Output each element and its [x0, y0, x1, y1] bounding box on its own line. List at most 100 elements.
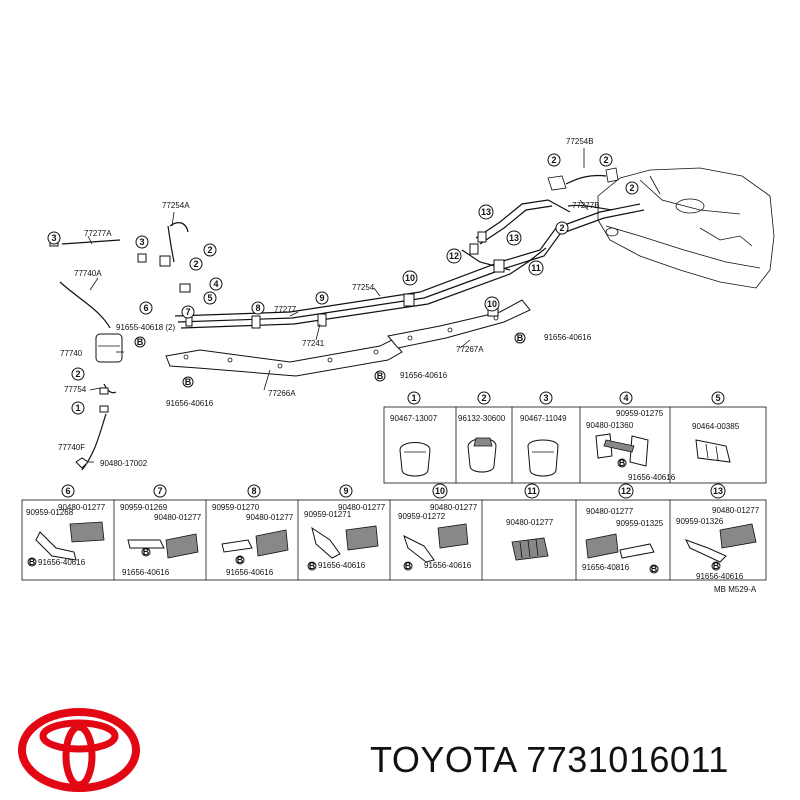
svg-text:3: 3 [51, 233, 56, 243]
header-11: 11 [524, 483, 540, 499]
callout-9-diagram: 9 [315, 291, 329, 305]
part-number: 7731016011 [526, 739, 729, 780]
part-91656-40616-6: 91656-40616 [38, 558, 86, 567]
bolt-b-4: B [514, 332, 526, 344]
part-90480-01277-9: 90480-01277 [338, 503, 386, 512]
parts-table-bottom: 6 7 8 9 10 11 12 13 90480-01277 90959-01… [21, 483, 767, 581]
svg-text:11: 11 [527, 486, 537, 496]
svg-text:B: B [29, 557, 36, 567]
part-90480-01360: 90480-01360 [586, 421, 634, 430]
part-90959-01272: 90959-01272 [398, 512, 446, 521]
callout-2-a: 2 [203, 243, 217, 257]
svg-text:4: 4 [213, 279, 218, 289]
label-77740f: 77740F [58, 443, 85, 452]
svg-text:1: 1 [75, 403, 80, 413]
label-77254a: 77254A [162, 201, 190, 210]
fuel-tank [597, 167, 775, 289]
label-77267a: 77267A [456, 345, 484, 354]
part-90480-01277-6: 90480-01277 [58, 503, 106, 512]
part-90480-01277-8: 90480-01277 [246, 513, 294, 522]
label-77277a: 77277A [84, 229, 112, 238]
svg-text:13: 13 [509, 233, 519, 243]
svg-text:2: 2 [481, 393, 486, 403]
part-90959-01275: 90959-01275 [616, 409, 664, 418]
bolt-b-1: B [134, 336, 146, 348]
part-96132-30600: 96132-30600 [458, 414, 506, 423]
svg-text:2: 2 [207, 245, 212, 255]
pipe-protector-77266a [165, 339, 403, 377]
callout-2-left: 2 [71, 367, 85, 381]
header-5: 5 [711, 391, 725, 405]
svg-text:5: 5 [207, 293, 212, 303]
part-90959-01325: 90959-01325 [616, 519, 664, 528]
callout-2-tank-b: 2 [599, 153, 613, 167]
callout-2-tank-d: 2 [555, 221, 569, 235]
svg-text:4: 4 [623, 393, 628, 403]
svg-text:B: B [309, 561, 316, 571]
part-90480-01277-7: 90480-01277 [154, 513, 202, 522]
label-77277b: 77277B [572, 201, 600, 210]
callout-2-tank-c: 2 [625, 181, 639, 195]
svg-text:6: 6 [65, 486, 70, 496]
parts-table-top: 1 2 3 4 5 90467-13007 96132-30600 90467-… [383, 391, 767, 484]
header-1: 1 [407, 391, 421, 405]
fuel-pipes [174, 199, 645, 329]
label-77754: 77754 [64, 385, 87, 394]
part-90959-01268: 90959-01268 [26, 508, 74, 517]
callout-8-diagram: 8 [251, 301, 265, 315]
header-10: 10 [432, 483, 448, 499]
header-12: 12 [618, 483, 634, 499]
callout-2-tank-a: 2 [547, 153, 561, 167]
part-90467-11049: 90467-11049 [520, 414, 567, 423]
svg-text:2: 2 [193, 259, 198, 269]
part-90959-01326: 90959-01326 [676, 517, 724, 526]
svg-text:B: B [185, 377, 192, 387]
part-91656-40616-8: 91656-40616 [226, 568, 274, 577]
svg-text:B: B [651, 564, 658, 574]
svg-text:11: 11 [531, 263, 541, 273]
part-90959-01271: 90959-01271 [304, 510, 352, 519]
label-77254b: 77254B [566, 137, 594, 146]
part-90480-01277-13: 90480-01277 [712, 506, 760, 515]
svg-text:B: B [137, 337, 144, 347]
callout-13-a: 13 [478, 204, 494, 220]
header-13: 13 [710, 483, 726, 499]
svg-text:B: B [517, 333, 524, 343]
svg-text:B: B [619, 458, 626, 468]
part-91656-40616-t4: 91656-40616 [628, 473, 676, 482]
callout-12-diagram: 12 [446, 248, 462, 264]
part-91656-40816: 91656-40816 [582, 563, 630, 572]
header-7: 7 [153, 484, 167, 498]
header-8: 8 [247, 484, 261, 498]
label-90480-17002: 90480-17002 [100, 459, 148, 468]
label-bolt-a: 91656-40616 [166, 399, 214, 408]
callout-13-b: 13 [506, 230, 522, 246]
part-91656-40616-13: 91656-40616 [696, 572, 744, 581]
svg-text:1: 1 [411, 393, 416, 403]
callout-3-left: 3 [47, 231, 61, 245]
svg-text:12: 12 [621, 486, 631, 496]
toyota-logo [18, 708, 140, 792]
svg-text:12: 12 [449, 251, 459, 261]
svg-text:9: 9 [319, 293, 324, 303]
bolt-b-3: B [374, 370, 386, 382]
svg-text:10: 10 [487, 299, 497, 309]
label-bolt-c: 91656-40616 [544, 333, 592, 342]
svg-text:B: B [377, 371, 384, 381]
part-90464-00385: 90464-00385 [692, 422, 740, 431]
svg-text:5: 5 [715, 393, 720, 403]
pipe-protector-77267a [387, 299, 531, 349]
label-77740: 77740 [60, 349, 83, 358]
callout-6-diagram: 6 [139, 301, 153, 315]
part-90480-01277-10: 90480-01277 [430, 503, 478, 512]
figure-code: MB M529-A [714, 585, 757, 594]
bolt-b-2: B [182, 376, 194, 388]
label-bolt-b: 91656-40616 [400, 371, 448, 380]
svg-text:8: 8 [255, 303, 260, 313]
callout-4-diagram: 4 [209, 277, 223, 291]
svg-text:3: 3 [139, 237, 144, 247]
svg-text:10: 10 [405, 273, 415, 283]
part-91656-40616-9: 91656-40616 [318, 561, 366, 570]
header-6: 6 [61, 484, 75, 498]
callout-10-upper: 10 [402, 270, 418, 286]
